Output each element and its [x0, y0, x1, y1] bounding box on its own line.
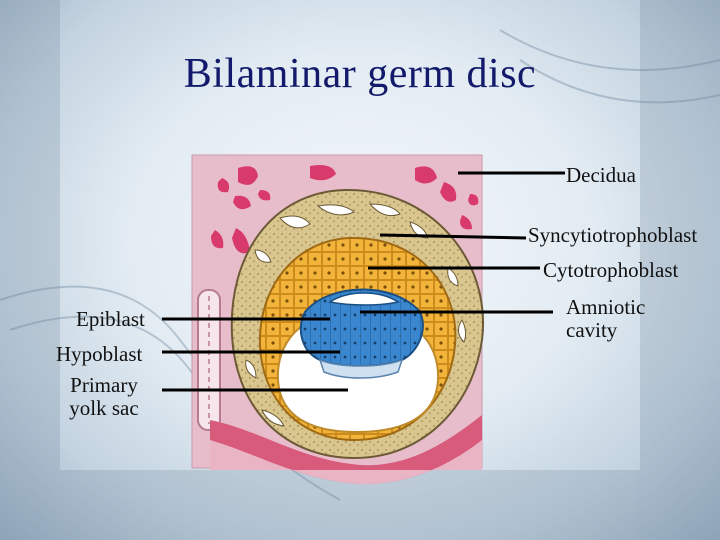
label-primary-yolk-sac-line2: yolk sac: [69, 395, 139, 420]
label-decidua: Decidua: [566, 163, 636, 187]
label-amniotic-cavity-line2: cavity: [566, 317, 618, 342]
label-primary-yolk-sac-line1: Primary: [70, 373, 138, 397]
label-amniotic-cavity-line1: Amniotic: [566, 295, 646, 319]
label-epiblast: Epiblast: [76, 307, 145, 331]
leader-line-syncytiotrophoblast: [379, 233, 527, 240]
amniotic-cavity: [328, 292, 400, 306]
decidua-blood-spots: [211, 165, 479, 254]
uterine-gland: [197, 289, 221, 431]
surface-epithelium: [210, 415, 482, 485]
slide-title: Bilaminar germ disc: [183, 51, 537, 97]
label-amniotic-cavity: Amniotic cavity: [566, 296, 645, 341]
label-hypoblast: Hypoblast: [56, 342, 143, 366]
label-primary-yolk-sac: Primary yolk sac: [58, 374, 150, 419]
leader-lines: [162, 171, 565, 392]
hypoblast-layer: [318, 358, 404, 379]
label-syncytiotrophoblast: Syncytiotrophoblast: [528, 223, 698, 247]
lacunae: [245, 203, 467, 427]
label-cytotrophoblast: Cytotrophoblast: [543, 258, 679, 282]
